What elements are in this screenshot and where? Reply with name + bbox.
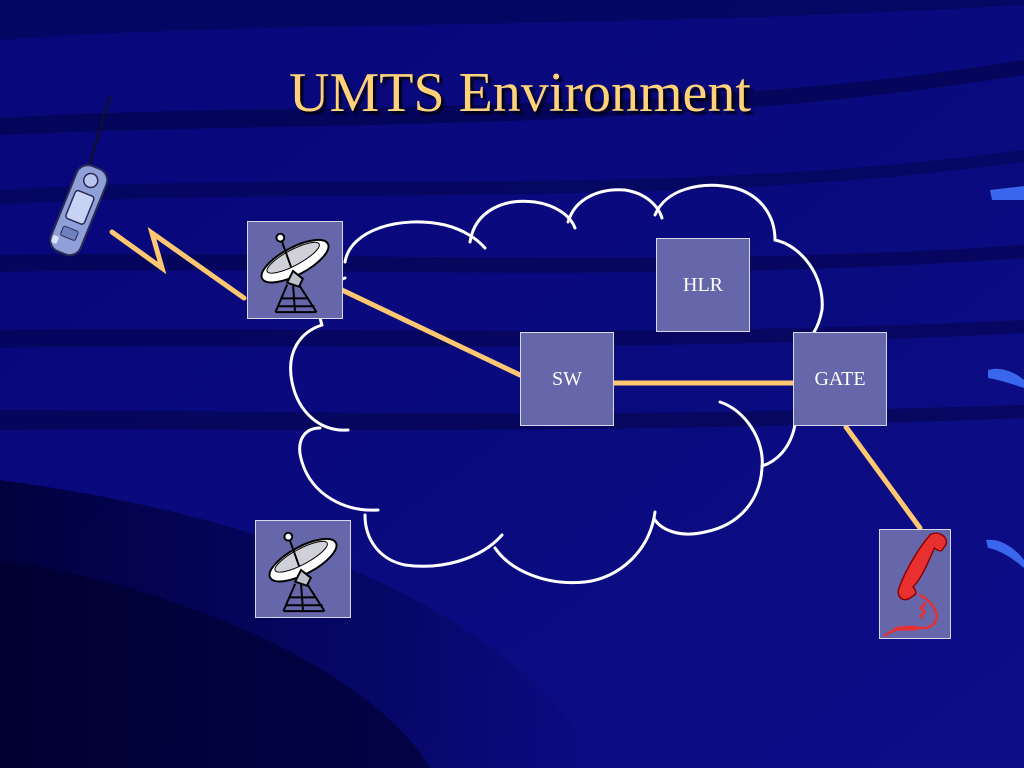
- hlr-label: HLR: [683, 273, 723, 296]
- sw-label: SW: [552, 367, 582, 390]
- gate-label: GATE: [814, 367, 866, 390]
- satellite-dish-icon: [255, 520, 351, 618]
- hlr-node: HLR: [656, 238, 750, 332]
- gate-node: GATE: [793, 332, 887, 426]
- telephone-icon: [879, 529, 951, 639]
- sw-node: SW: [520, 332, 614, 426]
- slide-title: UMTS Environment: [289, 62, 751, 124]
- satellite-dish-icon: [247, 221, 343, 319]
- mobile-phone-icon: [49, 95, 111, 257]
